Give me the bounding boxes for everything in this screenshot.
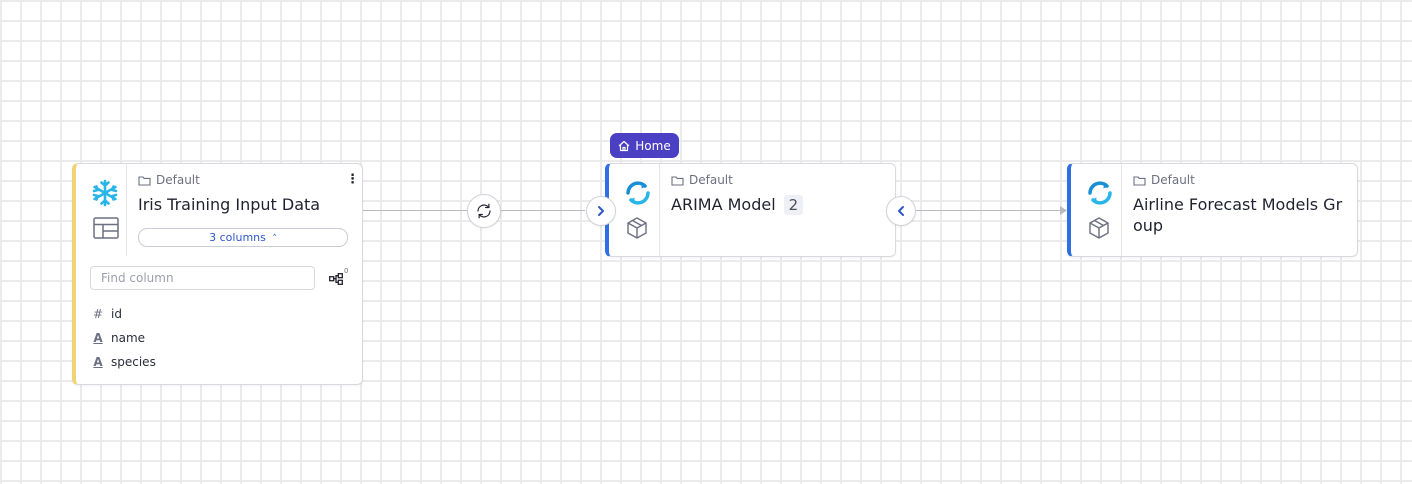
folder-name: Default	[156, 173, 200, 187]
airline-folder-label: Default	[1133, 173, 1195, 187]
columns-toggle-label: 3 columns	[209, 231, 266, 244]
arima-title: ARIMA Model 2	[671, 194, 804, 215]
edge-arima-to-airline	[914, 210, 1062, 211]
dataset-icon-column	[76, 164, 127, 256]
dataset-title: Iris Training Input Data	[138, 195, 321, 214]
text-type-icon: A	[93, 331, 103, 345]
column-row[interactable]: A species	[92, 355, 156, 369]
dataset-folder-label: Default	[138, 173, 200, 187]
arima-title-text: ARIMA Model	[671, 195, 776, 214]
cube-icon	[627, 217, 647, 239]
columns-toggle[interactable]: 3 columns ˄	[138, 228, 348, 247]
snowflake-icon	[92, 179, 118, 207]
airline-icon-column	[1071, 164, 1122, 256]
refresh-icon	[477, 203, 491, 219]
model-count-badge: 2	[783, 195, 804, 215]
expand-downstream-button[interactable]	[886, 196, 916, 226]
airline-title-line1: Airline Forecast Models Gr	[1133, 195, 1343, 214]
lineage-button[interactable]: 0	[329, 267, 349, 288]
expand-upstream-button[interactable]	[586, 196, 616, 226]
table-icon	[93, 217, 119, 239]
home-badge: Home	[610, 133, 679, 158]
more-options-icon[interactable]: ⋮	[346, 172, 359, 187]
sync-edge-button[interactable]	[467, 194, 501, 228]
folder-icon	[138, 175, 151, 186]
column-name: name	[111, 331, 146, 345]
airline-forecast-node[interactable]: Default Airline Forecast Models Gr oup	[1067, 163, 1358, 257]
column-row[interactable]: # id	[92, 307, 122, 321]
airline-title-line2: oup	[1133, 216, 1164, 235]
edge-arrowhead	[1060, 206, 1067, 215]
column-name: species	[111, 355, 156, 369]
folder-icon	[1133, 175, 1146, 186]
airline-title: Airline Forecast Models Gr oup	[1133, 194, 1342, 236]
arima-folder-label: Default	[671, 173, 733, 187]
lineage-count: 0	[344, 267, 349, 275]
sync-icon	[626, 181, 650, 205]
chevron-right-icon	[598, 206, 604, 216]
folder-icon	[671, 175, 684, 186]
column-row[interactable]: A name	[92, 331, 145, 345]
chevron-left-icon	[898, 206, 904, 216]
arima-icon-column	[609, 164, 660, 256]
find-column-input[interactable]	[90, 266, 315, 290]
chevron-up-icon: ˄	[272, 234, 277, 244]
dataset-node[interactable]: Default ⋮ Iris Training Input Data 3 col…	[72, 163, 363, 385]
column-name: id	[111, 307, 122, 321]
folder-name: Default	[689, 173, 733, 187]
home-badge-label: Home	[635, 138, 671, 153]
lineage-icon	[329, 273, 343, 285]
text-type-icon: A	[93, 355, 103, 369]
folder-name: Default	[1151, 173, 1195, 187]
cube-icon	[1089, 217, 1109, 239]
sync-icon	[1088, 181, 1112, 205]
arima-model-node[interactable]: Default ARIMA Model 2	[605, 163, 896, 257]
number-type-icon: #	[92, 307, 104, 321]
home-icon	[618, 140, 630, 151]
